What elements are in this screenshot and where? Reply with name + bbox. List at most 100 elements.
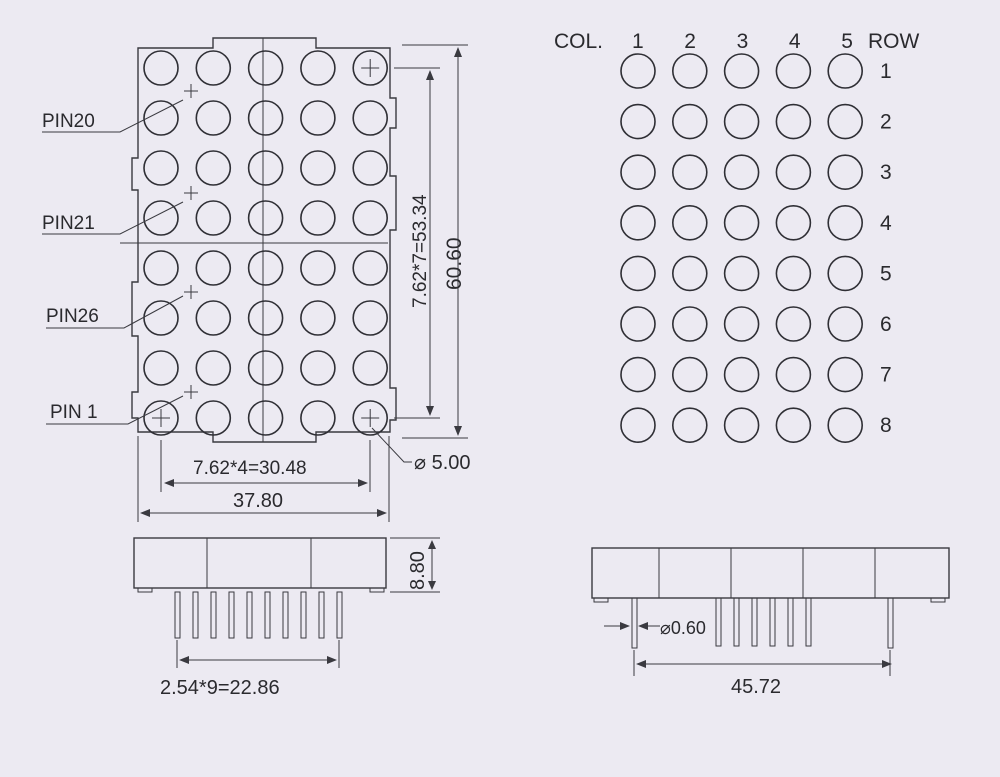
pin-label-pin20: PIN20	[42, 111, 95, 132]
col-number: 2	[684, 30, 696, 53]
side-foot-left	[137, 587, 153, 593]
arrow-right-icon	[358, 479, 368, 487]
led-dot	[775, 356, 812, 393]
pin-label-pin1: PIN 1	[50, 402, 98, 423]
col-header: COL.	[554, 30, 603, 53]
row-number: 6	[880, 313, 892, 336]
led-dot	[620, 53, 656, 89]
led-dot	[300, 100, 336, 136]
pin-leg	[282, 591, 289, 639]
led-dot	[620, 154, 656, 190]
led-dot	[352, 250, 389, 286]
leader-line-led-diameter	[371, 427, 412, 463]
side-view-left: 8.80 2.54*9=22.86	[133, 537, 440, 699]
dim-column-pitch: 7.62*4=30.48	[193, 458, 307, 479]
led-dot	[195, 200, 232, 236]
pin-leg	[210, 591, 217, 639]
front-led-grid	[143, 50, 389, 436]
led-dot	[620, 205, 656, 241]
pin-marker-plus	[184, 385, 198, 399]
side-foot-right	[930, 597, 946, 603]
led-dot	[247, 400, 284, 436]
col-number: 1	[632, 30, 644, 53]
pinout-led-grid	[620, 53, 864, 444]
pin-leg	[336, 591, 343, 639]
pin-leg	[192, 591, 199, 639]
pin-label-pin26: PIN26	[46, 306, 99, 327]
pin-leg	[715, 597, 722, 647]
arrow-left-icon	[164, 479, 174, 487]
led-dot	[775, 255, 812, 292]
side-body-left	[133, 537, 387, 589]
led-dot	[300, 300, 336, 336]
pin-leg	[887, 597, 894, 649]
pin-marker-plus	[184, 186, 198, 200]
arrow-down-icon	[428, 581, 436, 590]
led-dot	[671, 407, 708, 444]
led-dot	[195, 400, 232, 436]
led-dot	[723, 205, 760, 241]
led-dot	[247, 250, 284, 286]
dim-width: 37.80	[233, 490, 283, 512]
row-number: 4	[880, 212, 892, 235]
led-dot	[827, 407, 864, 444]
pin-leg	[300, 591, 307, 639]
led-dot	[723, 154, 760, 190]
pin-marker-plus	[184, 285, 198, 299]
led-dot	[775, 407, 812, 444]
side-view-right: ⌀0.60 45.72	[591, 547, 950, 698]
led-dot	[143, 400, 179, 436]
dim-led-diameter: ⌀ 5.00	[414, 452, 471, 474]
row-number: 3	[880, 161, 892, 184]
led-dot	[143, 100, 179, 136]
led-dot	[671, 154, 708, 190]
row-header: ROW	[868, 30, 920, 53]
arrow-right-icon	[377, 509, 387, 517]
pin-marker-plus	[361, 409, 380, 427]
arrow-right-icon	[620, 622, 630, 630]
led-dot	[723, 306, 760, 342]
led-dot	[352, 50, 389, 86]
col-number: 5	[841, 30, 853, 53]
pin-leg	[751, 597, 758, 647]
led-dot	[671, 255, 708, 292]
arrow-left-icon	[638, 622, 648, 630]
led-dot	[620, 356, 656, 393]
led-dot	[300, 150, 336, 186]
arrow-right-icon	[882, 660, 892, 668]
led-dot	[352, 200, 389, 236]
arrow-down-icon	[454, 426, 462, 436]
dim-row-pitch: 7.62*7=53.34	[410, 194, 431, 308]
led-dot	[352, 400, 389, 436]
led-dot	[827, 103, 864, 140]
row-number: 1	[880, 60, 892, 83]
led-dot	[723, 53, 760, 89]
dim-span: 45.72	[731, 676, 781, 698]
pin-marker-plus	[361, 59, 380, 77]
led-dot	[300, 350, 336, 386]
led-dot	[671, 103, 708, 140]
led-dot	[195, 50, 232, 86]
matrix-outline	[131, 37, 397, 443]
led-dot	[352, 350, 389, 386]
led-dot	[247, 300, 284, 336]
arrow-up-icon	[428, 540, 436, 549]
pin-leg	[631, 597, 638, 649]
dim-pin-diameter: ⌀0.60	[660, 618, 706, 638]
led-dot	[247, 350, 284, 386]
pin-leg	[318, 591, 325, 639]
led-dot	[827, 154, 864, 190]
arrow-left-icon	[636, 660, 646, 668]
led-dot	[300, 400, 336, 436]
led-dot	[723, 255, 760, 292]
arrow-up-icon	[426, 70, 434, 80]
led-dot	[620, 306, 656, 342]
pin-marker-plus	[184, 84, 198, 98]
led-dot	[352, 150, 389, 186]
led-dot	[620, 407, 656, 444]
led-dot	[775, 53, 812, 89]
led-dot	[775, 306, 812, 342]
